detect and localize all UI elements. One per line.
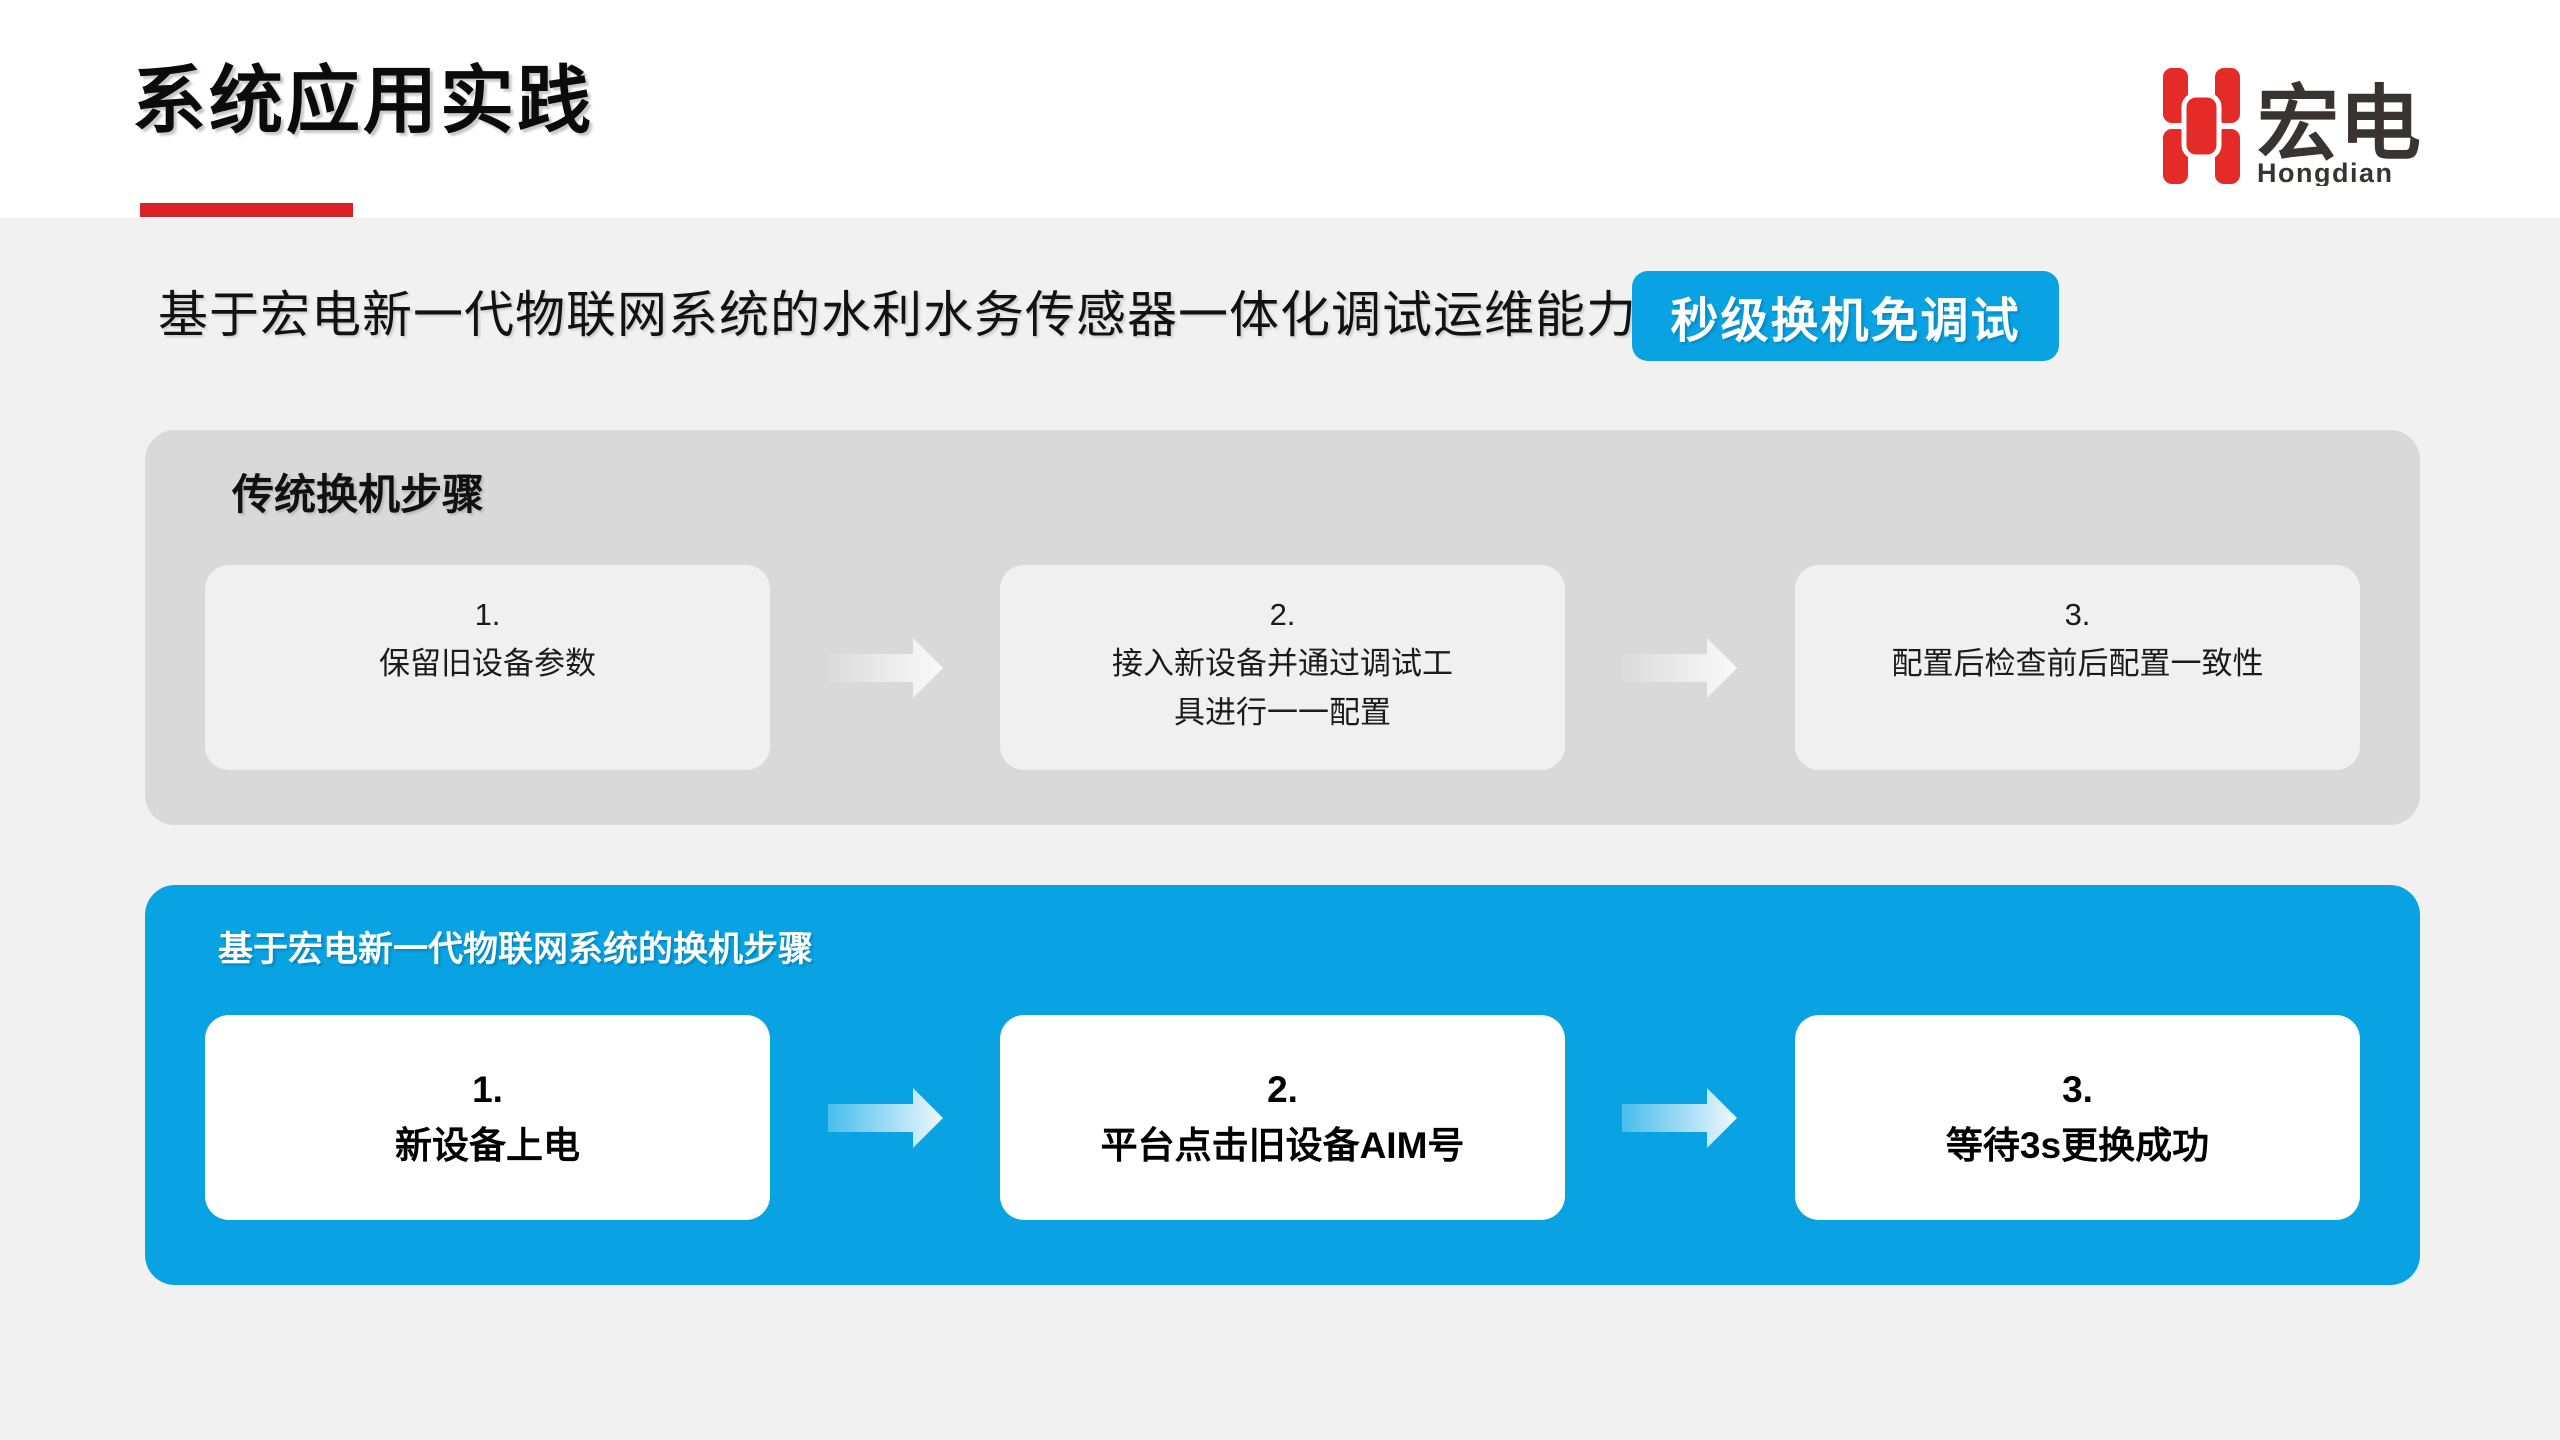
step-number: 1. (474, 597, 501, 632)
hongdian-step-1: 1. 新设备上电 (205, 1015, 770, 1220)
step-text: 新设备上电 (395, 1124, 580, 1166)
traditional-step-3: 3. 配置后检查前后配置一致性 (1795, 565, 2360, 770)
traditional-step-2: 2. 接入新设备并通过调试工 具进行一一配置 (1000, 565, 1565, 770)
hongdian-flow-panel: 基于宏电新一代物联网系统的换机步骤 1. 新设备上电 2. 平台点击旧设备AIM… (145, 885, 2420, 1285)
step-number: 2. (1269, 597, 1296, 632)
step-text: 配置后检查前后配置一致性 (1891, 645, 2264, 681)
traditional-step-1: 1. 保留旧设备参数 (205, 565, 770, 770)
step-number: 3. (2064, 597, 2091, 632)
highlight-badge: 秒级换机免调试 (1632, 271, 2059, 361)
logo-cn-text: 宏电 (2257, 79, 2421, 170)
step-text: 保留旧设备参数 (379, 645, 596, 681)
step-number: 2. (1267, 1069, 1298, 1110)
arrow-right-icon (828, 1088, 943, 1148)
logo-h-mark (2163, 68, 2240, 184)
step-number: 3. (2062, 1069, 2093, 1110)
hongdian-logo-icon: 宏电 Hongdian (2163, 68, 2421, 186)
step-text: 平台点击旧设备AIM号 (1100, 1124, 1465, 1166)
traditional-flow-panel: 传统换机步骤 1. 保留旧设备参数 2. 接入新设备并通过调试工 具进行一一配置… (145, 430, 2420, 825)
header-band: 系统应用实践 宏电 Hongdian (0, 0, 2560, 218)
step-text: 接入新设备并通过调试工 具进行一一配置 (1112, 645, 1453, 730)
page-title: 系统应用实践 (132, 59, 594, 142)
slide-subtitle: 基于宏电新一代物联网系统的水利水务传感器一体化调试运维能力 (158, 287, 1637, 343)
arrow-right-icon (1622, 638, 1737, 698)
title-underline (140, 203, 353, 217)
step-text: 等待3s更换成功 (1945, 1124, 2210, 1166)
logo-en-text: Hongdian (2257, 158, 2393, 186)
arrow-right-icon (828, 638, 943, 698)
arrow-right-icon (1622, 1088, 1737, 1148)
traditional-flow-heading: 传统换机步骤 (232, 471, 485, 518)
hongdian-step-3: 3. 等待3s更换成功 (1795, 1015, 2360, 1220)
hongdian-step-2: 2. 平台点击旧设备AIM号 (1000, 1015, 1565, 1220)
step-number: 1. (472, 1069, 503, 1110)
hongdian-flow-heading: 基于宏电新一代物联网系统的换机步骤 (218, 930, 814, 969)
